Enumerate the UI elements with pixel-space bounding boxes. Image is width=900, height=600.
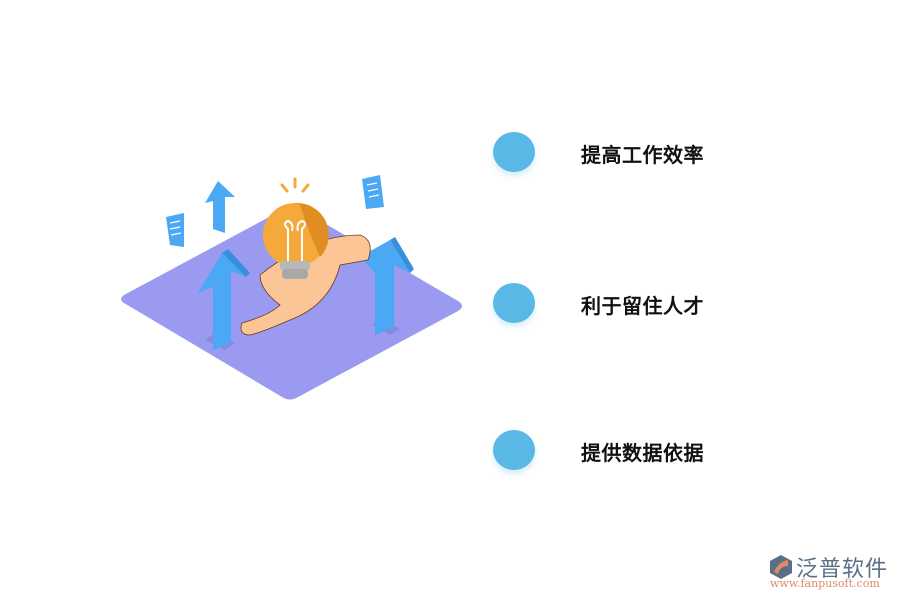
brand-logo: 泛普软件 www.fanpusoft.com [768, 550, 896, 592]
point-item: 提供数据依据 [493, 430, 753, 474]
point-label: 提供数据依据 [581, 441, 704, 465]
logo-name: 泛普软件 [796, 557, 889, 582]
bullet-dot-icon [493, 283, 535, 323]
hero-illustration [110, 165, 470, 415]
point-item: 提高工作效率 [493, 132, 753, 176]
lightbulb-hand-illustration-icon [121, 175, 462, 400]
bullet-dot-icon [493, 430, 535, 470]
point-label: 利于留住人才 [581, 294, 704, 318]
fanpu-logo-icon [770, 555, 792, 579]
bullet-dot-icon [493, 132, 535, 172]
point-label: 提高工作效率 [581, 143, 704, 167]
point-item: 利于留住人才 [493, 283, 753, 327]
logo-url: www.fanpusoft.com [770, 577, 880, 590]
